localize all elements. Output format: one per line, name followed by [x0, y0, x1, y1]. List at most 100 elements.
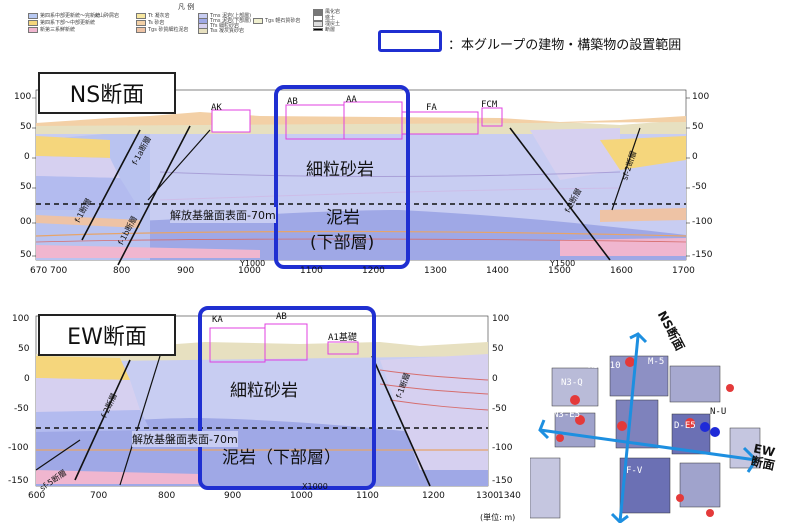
ns-grid-marker: Y1500: [550, 259, 576, 268]
ew-y-tick-right: 0: [492, 374, 498, 384]
ns-x-tick: 1400: [486, 266, 509, 276]
ew-x-tick: 1200: [422, 491, 445, 501]
legend-item: Tss 凝灰質砂岩: [198, 27, 244, 34]
ns-x-tick: 1200: [362, 266, 385, 276]
ew-y-tick-right: 100: [492, 314, 510, 324]
ew-datum-label: 解放基盤面表面-70m: [132, 431, 238, 447]
legend-swatch: [136, 19, 146, 26]
fault-line: [119, 355, 161, 486]
legend-item-label: Tss 凝灰質砂岩: [210, 28, 245, 34]
ns-y-tick-right: -50: [692, 182, 707, 192]
legend-swatch: [136, 12, 146, 19]
fault-line: [611, 127, 641, 211]
ns-x-tick: 1000: [238, 266, 261, 276]
ew-arrow-icon: [742, 446, 758, 473]
ew-x-tick: 1100: [356, 491, 379, 501]
ew-x-tick: 900: [224, 491, 242, 501]
legend-item: 第四系下部～中部更新統: [28, 19, 95, 26]
ew-upper-rock-label: 細粒砂岩: [230, 381, 298, 401]
legend-item: Tgs 砂質細粒泥岩: [136, 26, 188, 33]
ns-scope-highlight: [274, 85, 410, 269]
ns-y-tick-left: 50: [20, 250, 32, 260]
ns-y-tick-left: 50: [20, 122, 32, 132]
ns-upper-rock-label: 細粒砂岩: [306, 160, 374, 180]
ns-y-tick-right: -150: [692, 250, 713, 260]
ew-x-tick: 1300: [476, 491, 499, 501]
legend-item: 埋戻土: [313, 20, 340, 27]
legend-swatch: [136, 26, 146, 33]
legend-swatch: [313, 28, 323, 31]
fault-line: [81, 129, 141, 241]
building-label: AA: [346, 95, 357, 105]
ew-x-tick: 1000: [290, 491, 313, 501]
fault-line: [74, 359, 131, 481]
map-building-label: N3-Q: [561, 378, 583, 388]
fault-line: [35, 439, 81, 471]
legend-item: Tt 凝灰岩: [136, 12, 170, 19]
legend-item-label: Ts 砂岩: [148, 20, 165, 26]
fault-line: [509, 127, 611, 261]
ew-scope-highlight: [198, 306, 376, 490]
legend-item-label: 火山砕屑岩: [94, 13, 120, 19]
scope-indicator-text: ：本グループの建物・構築物の設置範囲: [448, 38, 682, 53]
legend-item-label: 第四系下部～中部更新統: [40, 20, 96, 26]
ns-section-title: NS断面: [38, 72, 176, 114]
map-building-label: N-U: [710, 407, 727, 417]
building-label: AB: [276, 312, 287, 322]
legend-item-label: Tms 泥岩(下部層): [210, 18, 252, 24]
ns-y-tick-left: 0: [24, 152, 30, 162]
legend-swatch: [313, 20, 323, 27]
ns-x-tick: 800: [113, 266, 131, 276]
fault-line: [147, 129, 211, 201]
ns-y-tick-left: 100: [14, 92, 32, 102]
map-building-label: R5-: [584, 456, 601, 466]
legend-item-label: 埋戻土: [325, 21, 341, 27]
ew-y-tick-left: -100: [8, 443, 29, 453]
ns-grid-marker: Y1000: [240, 259, 266, 268]
legend-item-label: 風化岩: [325, 9, 341, 15]
ns-x-tick: 1700: [672, 266, 695, 276]
building-outline: [481, 107, 503, 127]
map-building-label: N3-E5: [553, 410, 581, 420]
building-label: KA: [212, 315, 223, 325]
ew-y-tick-left: 0: [24, 374, 30, 384]
ew-y-tick-left: 100: [12, 314, 30, 324]
ns-y-tick-left: 00: [20, 217, 32, 227]
ew-y-tick-right: -100: [492, 443, 513, 453]
ns-x-tick: 700: [50, 266, 68, 276]
ew-lower-rock-label: 泥岩（下部層）: [222, 448, 341, 468]
ns-y-tick-right: 100: [692, 92, 710, 102]
ns-x-tick: 1100: [300, 266, 323, 276]
legend-swatch: [313, 8, 323, 15]
ew-x-tick: 600: [28, 491, 46, 501]
ew-x-tick: 1340: [498, 491, 521, 501]
building-outline: [327, 341, 359, 355]
legend-title: 凡 例: [178, 3, 195, 11]
map-building-label: R5-Q10: [588, 361, 621, 371]
ew-section-line: [539, 428, 757, 462]
ew-y-tick-right: 50: [492, 344, 504, 354]
map-ew-label: EW断面: [749, 441, 777, 473]
legend-item-label: 盛土: [325, 15, 336, 21]
ns-y-tick-right: 0: [692, 152, 698, 162]
plan-map: [530, 328, 780, 523]
legend-item-label: 断層: [325, 27, 336, 33]
map-building-label: F-V: [626, 466, 643, 476]
ns-x-tick: 900: [177, 266, 195, 276]
building-outline: [211, 109, 251, 133]
legend-item: 風化岩: [313, 8, 340, 15]
building-label: FCM: [481, 100, 498, 110]
legend-item: 盛土: [313, 14, 335, 21]
ns-section-diagram: [32, 85, 690, 269]
building-label: AK: [211, 103, 222, 113]
legend-item-label: Tgs 軽石質砂岩: [265, 18, 301, 24]
fault-line: [117, 125, 191, 266]
legend-swatch: [28, 19, 38, 26]
building-label: AB: [287, 97, 298, 107]
ns-arrow-icon: [629, 332, 648, 344]
ew-y-tick-left: -150: [8, 476, 29, 486]
ew-y-tick-left: -50: [14, 404, 29, 414]
ns-x-tick: 1600: [610, 266, 633, 276]
legend-item-label: Tfs 細粒砂岩: [210, 23, 240, 29]
legend-item: Ts 砂岩: [136, 19, 164, 26]
